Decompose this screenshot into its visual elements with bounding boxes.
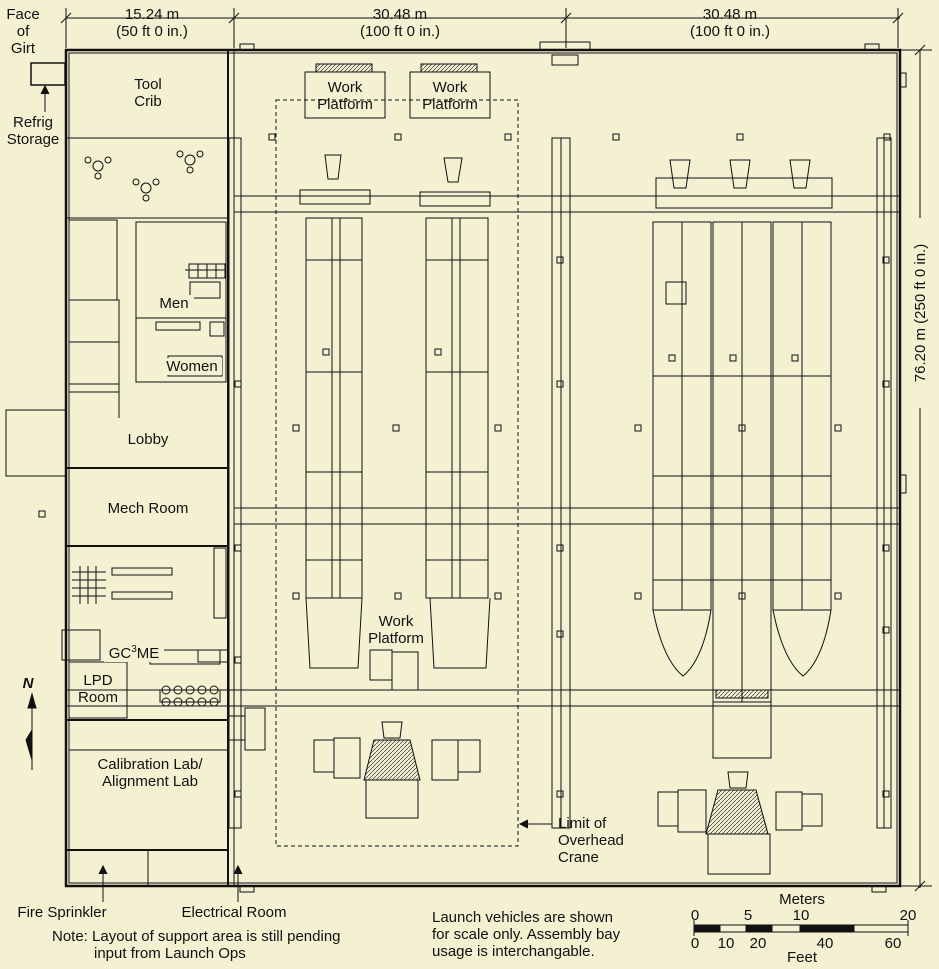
launch-vehicle-3 <box>652 159 833 759</box>
crane-lines <box>66 195 900 707</box>
support-area-note: Note: Layout of support area is still pe… <box>52 928 341 962</box>
north-label: N <box>22 675 34 692</box>
scale-ft-20: 20 <box>749 935 767 952</box>
callout-arrows <box>40 84 552 902</box>
table-furniture <box>84 150 219 707</box>
left-width-dimension: 15.24 m(50 ft 0 in.) <box>116 6 188 40</box>
scale-ft-60: 60 <box>884 935 902 952</box>
work-platforms-top <box>304 63 491 119</box>
right-dimension-line <box>900 44 932 892</box>
gc3me-label: GC3ME <box>104 641 164 662</box>
top-dimension-line <box>60 8 904 48</box>
fire-sprinkler-label: Fire Sprinkler <box>17 904 107 921</box>
launch-vehicle-1 <box>299 154 371 669</box>
lobby-label: Lobby <box>127 431 169 448</box>
scale-ft-10: 10 <box>717 935 735 952</box>
scale-feet-title: Feet <box>786 949 817 966</box>
scale-m-10: 10 <box>792 907 810 924</box>
crane-rails <box>228 137 892 829</box>
scale-ft-40: 40 <box>816 935 834 952</box>
right-width-dimension: 30.48 m(100 ft 0 in.) <box>689 6 771 40</box>
launch-vehicle-2 <box>419 157 491 669</box>
north-arrow <box>25 692 37 770</box>
middle-width-dimension: 30.48 m(100 ft 0 in.) <box>359 6 441 40</box>
payload-stacks <box>313 649 823 875</box>
scale-bar <box>693 920 909 936</box>
support-area-walls <box>5 62 266 886</box>
scale-ft-0: 0 <box>690 935 700 952</box>
scale-m-20: 20 <box>899 907 917 924</box>
women-restroom-label: Women <box>162 358 222 375</box>
men-restroom-label: Men <box>154 295 194 312</box>
overhead-crane-limit <box>275 99 519 847</box>
mech-room-label: Mech Room <box>107 500 189 517</box>
scale-m-0: 0 <box>690 907 700 924</box>
electrical-room-label: Electrical Room <box>181 904 287 921</box>
height-dimension: 76.20 m (250 ft 0 in.) <box>912 218 930 408</box>
calibration-lab-label: Calibration Lab/Alignment Lab <box>97 756 203 790</box>
scale-m-5: 5 <box>743 907 753 924</box>
scale-meters-title: Meters <box>779 891 825 908</box>
